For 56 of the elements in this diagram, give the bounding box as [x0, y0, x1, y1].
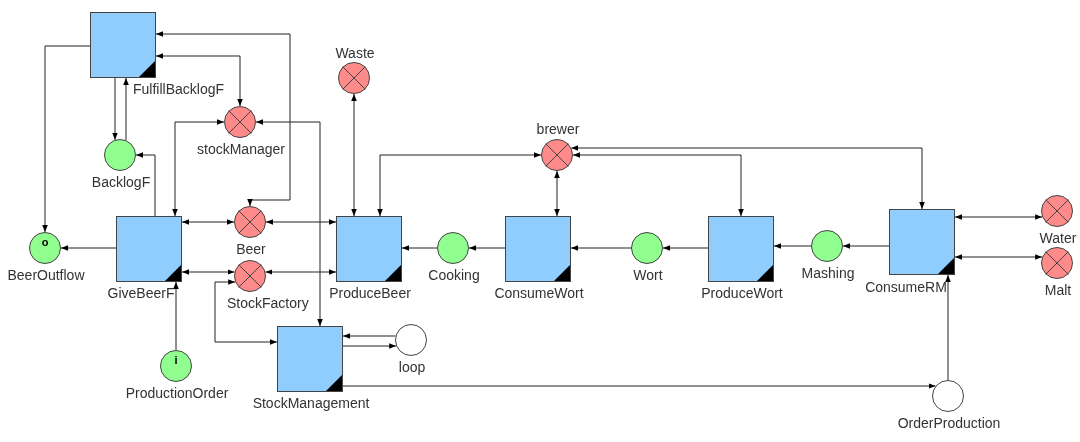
node-label: StockManagement [252, 395, 370, 411]
arrow [468, 245, 506, 251]
node-label: Waste [335, 45, 375, 61]
arrow [351, 93, 357, 217]
arrow [155, 31, 291, 207]
arrow [401, 245, 438, 251]
arrow [954, 254, 1043, 260]
node-label: BeerOutflow [7, 267, 85, 283]
arrow [342, 383, 936, 389]
node-label: BacklogF [91, 174, 151, 190]
node-label: loop [398, 359, 426, 375]
arrow [265, 219, 337, 225]
node-label: Malt [1044, 282, 1072, 298]
arrow [945, 274, 951, 381]
arrow [155, 53, 243, 107]
node-label: FulfillBacklogF [133, 81, 225, 97]
arrow [60, 245, 117, 251]
node-label: ProduceWort [701, 285, 783, 301]
arrow [954, 214, 1043, 220]
node-label: ProduceBeer [329, 285, 411, 301]
arrow [662, 245, 709, 251]
arrow [342, 333, 396, 339]
arrow [842, 243, 890, 249]
node-mark: i [173, 354, 179, 366]
arrow [342, 343, 397, 349]
arrow [181, 269, 235, 275]
arrow [554, 170, 560, 217]
arrow [181, 219, 235, 225]
node-label: StockFactory [227, 295, 309, 311]
node-label: OrderProduction [897, 415, 1001, 431]
node-mark: o [40, 236, 50, 248]
arrow [112, 77, 118, 141]
node-label: Wort [633, 267, 663, 283]
arrow [123, 77, 129, 141]
arrow [173, 281, 179, 351]
node-label: GiveBeerF [107, 285, 175, 301]
arrow [42, 45, 91, 233]
node-label: Beer [236, 241, 266, 257]
arrow [570, 245, 632, 251]
arrow [572, 152, 744, 217]
node-label: ProductionOrder [125, 385, 229, 401]
node-label: ConsumeWort [494, 285, 584, 301]
node-label: ConsumeRM [865, 279, 947, 295]
arrow [135, 152, 156, 217]
arrow [255, 119, 323, 327]
arrow [265, 269, 337, 275]
arrow [214, 279, 278, 345]
arrow [773, 243, 812, 249]
node-label: Water [1039, 230, 1077, 246]
arrow [570, 145, 925, 210]
node-label: brewer [536, 121, 580, 137]
node-label: stockManager [197, 141, 285, 157]
arrow [377, 152, 542, 217]
arrow [172, 119, 225, 217]
node-label: Mashing [801, 265, 855, 281]
node-label: Cooking [428, 267, 480, 283]
